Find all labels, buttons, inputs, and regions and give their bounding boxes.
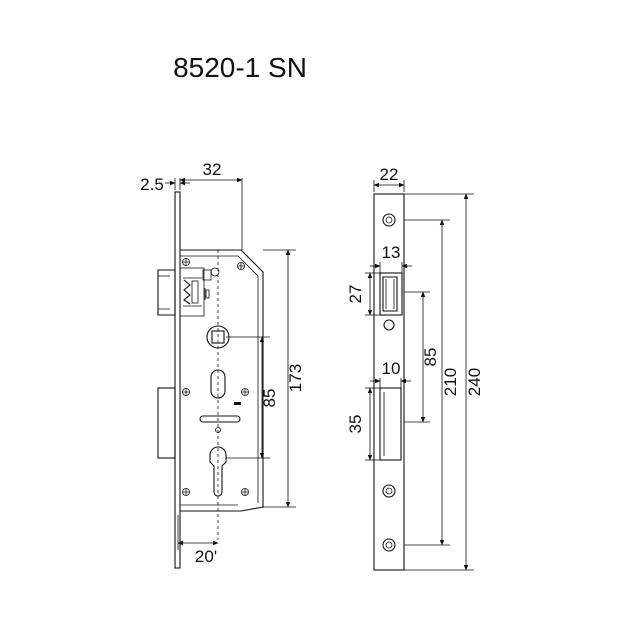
dim-2-5: 2.5 xyxy=(140,175,164,194)
dim-27: 27 xyxy=(346,285,365,304)
faceplate-front-view: 22 13 27 85 10 35 210 240 xyxy=(346,165,484,571)
latch-bolt xyxy=(157,267,205,317)
faceplate xyxy=(174,191,181,569)
dim-35: 35 xyxy=(346,415,365,434)
product-title: 8520-1 SN xyxy=(173,52,307,83)
screw-holes xyxy=(182,258,249,496)
spring xyxy=(183,279,191,305)
deadbolt-window xyxy=(379,387,402,461)
deadbolt xyxy=(157,387,176,459)
dim-10: 10 xyxy=(382,359,401,378)
dim-210: 210 xyxy=(441,368,460,396)
dim-85-left: 85 xyxy=(260,389,279,408)
mounting-holes xyxy=(382,213,396,552)
cylinder-hole xyxy=(209,446,227,497)
lever-slot xyxy=(199,415,241,423)
dim-240: 240 xyxy=(465,368,484,396)
lock-body-view: 2.5 32 85 173 20' xyxy=(140,160,305,569)
dim-13: 13 xyxy=(382,243,401,262)
dim-173: 173 xyxy=(286,364,305,392)
dim-85-right: 85 xyxy=(421,348,440,367)
latch-window xyxy=(379,272,403,316)
dim-20: 20' xyxy=(195,547,217,566)
dim-22: 22 xyxy=(380,165,399,184)
dim-32: 32 xyxy=(203,160,222,179)
